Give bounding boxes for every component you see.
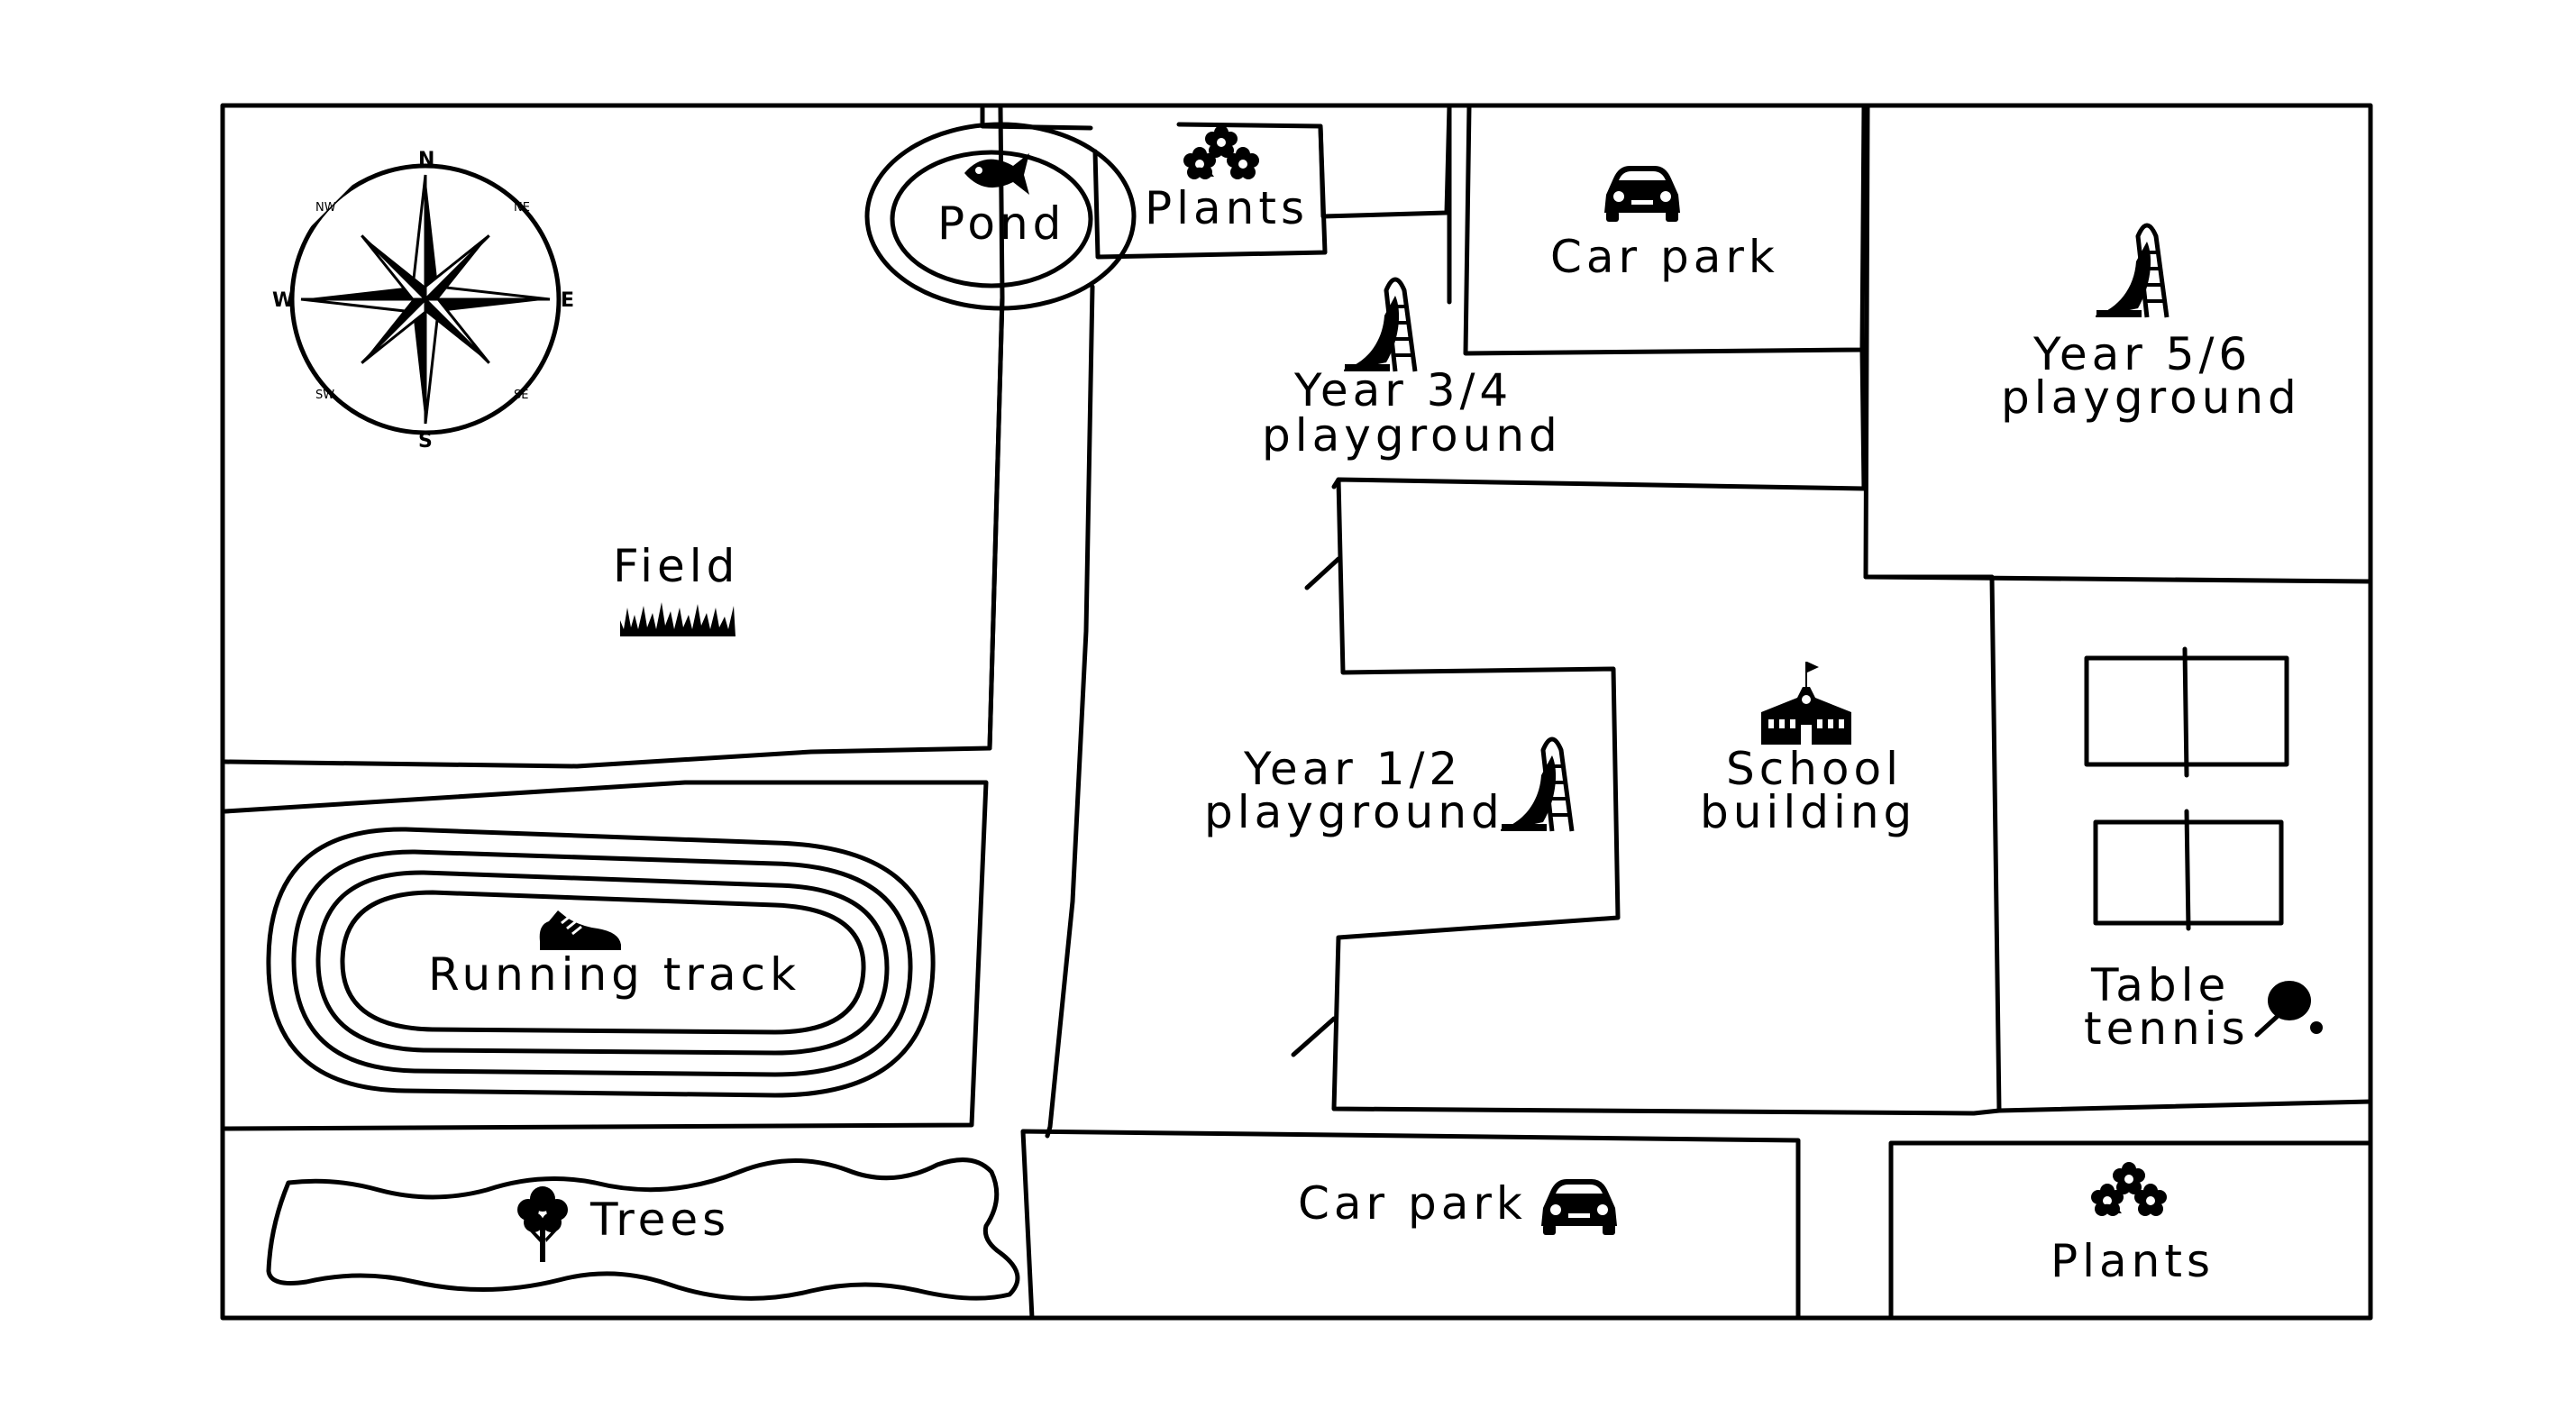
compass-west-label: W bbox=[272, 289, 294, 312]
table-tennis-label-line2: tennis bbox=[2084, 1002, 2250, 1055]
compass-north-label: N bbox=[418, 149, 434, 171]
grass-icon bbox=[620, 602, 735, 636]
trees-area bbox=[266, 1157, 1020, 1301]
flower-icon bbox=[1183, 125, 1259, 179]
flower-icon bbox=[2091, 1162, 2167, 1216]
year56-label-line2: playground bbox=[2001, 371, 2301, 424]
plants-top-boundary bbox=[980, 105, 1328, 260]
school-building-boundary bbox=[1331, 477, 2002, 1116]
pond-label: Pond bbox=[937, 197, 1065, 250]
compass-sw-label: SW bbox=[315, 389, 334, 402]
path-edge-left bbox=[987, 295, 1005, 751]
car-icon bbox=[1604, 166, 1680, 222]
year34-label-line1: Year 3/4 bbox=[1293, 364, 1512, 416]
school-label-line1: School bbox=[1726, 743, 1903, 795]
table-tennis-table bbox=[2093, 809, 2284, 931]
slide-icon bbox=[1501, 739, 1572, 831]
table-tennis-label-line1: Table bbox=[2090, 959, 2230, 1011]
field-label: Field bbox=[613, 540, 739, 592]
field-boundary bbox=[223, 105, 1005, 769]
table-tennis-bottom-boundary bbox=[1996, 1099, 2373, 1113]
trees-label: Trees bbox=[589, 1194, 730, 1246]
car-park-top-label: Car park bbox=[1550, 231, 1779, 283]
year12-label-line1: Year 1/2 bbox=[1243, 743, 1462, 795]
y34-bottom-wall bbox=[1331, 347, 1867, 491]
year56-label-line1: Year 5/6 bbox=[2032, 328, 2252, 380]
plants-top-label: Plants bbox=[1145, 182, 1309, 234]
track-area-boundary bbox=[223, 780, 989, 1131]
car-icon bbox=[1541, 1179, 1617, 1235]
door-line bbox=[1291, 1016, 1337, 1057]
slide-icon bbox=[1344, 279, 1415, 371]
table-tennis-bat-icon bbox=[2254, 981, 2323, 1038]
compass-east-label: E bbox=[561, 289, 574, 312]
car-park-bottom-label: Car park bbox=[1298, 1177, 1527, 1230]
compass-se-label: SE bbox=[514, 389, 528, 402]
school-label-line2: building bbox=[1700, 786, 1916, 838]
map-border bbox=[220, 103, 2373, 1321]
running-track-label: Running track bbox=[428, 948, 800, 1001]
running-shoe-icon bbox=[539, 910, 621, 950]
path-edge-right bbox=[1045, 284, 1095, 1139]
fish-icon bbox=[964, 153, 1029, 195]
compass-nw-label: NW bbox=[315, 201, 336, 215]
slide-icon bbox=[2096, 225, 2167, 317]
car-park-top-boundary bbox=[1463, 104, 1867, 356]
compass-ne-label: NE bbox=[514, 201, 530, 215]
door-line bbox=[1304, 556, 1341, 590]
plants-bottom-boundary bbox=[1888, 1140, 2373, 1321]
plants-bottom-label: Plants bbox=[2051, 1235, 2215, 1287]
running-track bbox=[266, 827, 936, 1098]
table-tennis-table bbox=[2084, 646, 2289, 778]
compass-rose-icon: N E S W NE SE SW NW bbox=[272, 149, 574, 453]
year34-label-line2: playground bbox=[1262, 409, 1562, 462]
school-building-icon bbox=[1761, 662, 1851, 745]
year12-label-line2: playground bbox=[1204, 786, 1504, 838]
car-park-bottom-boundary bbox=[1020, 1129, 1801, 1321]
plants-top-nook bbox=[1318, 104, 1452, 219]
tree-icon bbox=[517, 1186, 568, 1262]
compass-south-label: S bbox=[418, 430, 433, 453]
